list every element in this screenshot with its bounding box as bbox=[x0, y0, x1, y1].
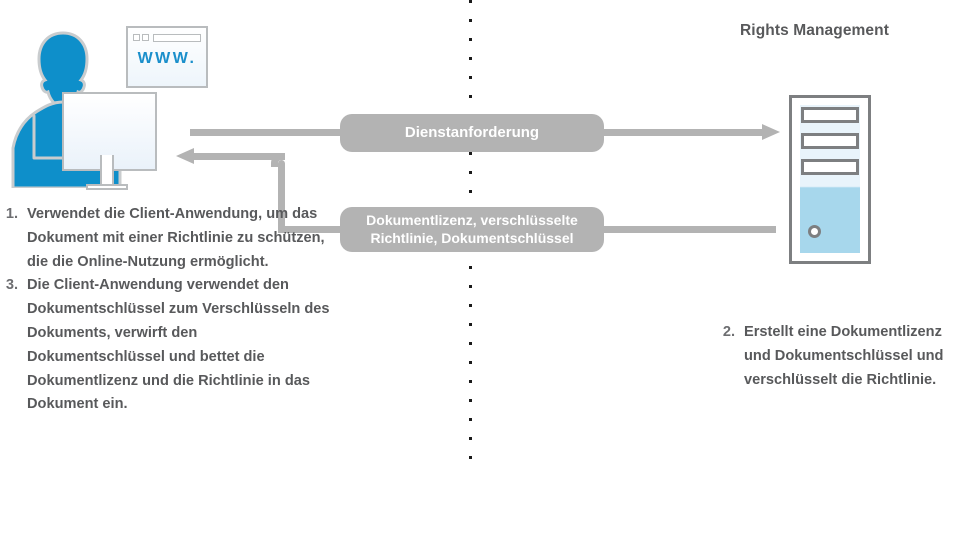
response-arrowhead-left-icon bbox=[176, 148, 194, 164]
flow-label-text: Dienstanforderung bbox=[404, 123, 540, 141]
step-text: Verwendet die Client-Anwendung, um das D… bbox=[27, 206, 325, 270]
flow-label-line-2: Richtlinie, Dokumentschlüssel bbox=[370, 229, 574, 246]
list-item: 2. Erstellt eine Dokumentlizenz und Doku… bbox=[708, 321, 963, 392]
server-tower-icon bbox=[789, 95, 871, 264]
page-title: Rights Management bbox=[740, 22, 889, 39]
response-line-lower bbox=[278, 226, 346, 233]
browser-button-icon bbox=[142, 34, 149, 41]
browser-window-icon: WWW. bbox=[126, 26, 208, 88]
step-text: Die Client-Anwendung verwendet den Dokum… bbox=[27, 277, 330, 413]
response-line-right bbox=[600, 226, 776, 233]
response-line-upper bbox=[192, 153, 285, 160]
flow-label-line-1: Dokumentlizenz, verschlüsselte bbox=[366, 212, 578, 229]
client-step-list: 1. Verwendet die Client-Anwendung, um da… bbox=[0, 203, 330, 417]
list-item: 1. Verwendet die Client-Anwendung, um da… bbox=[0, 203, 330, 274]
request-arrowhead-right-icon bbox=[762, 124, 780, 140]
step-number: 1. bbox=[5, 206, 18, 222]
list-item: 3. Die Client-Anwendung verwendet den Do… bbox=[0, 274, 330, 417]
browser-titlebar bbox=[133, 33, 201, 42]
request-line-right bbox=[600, 129, 768, 136]
monitor-stand-base bbox=[86, 184, 128, 190]
browser-address-bar bbox=[153, 33, 201, 42]
flow-label-service-request: Dienstanforderung bbox=[340, 114, 604, 152]
response-line-vertical bbox=[278, 160, 285, 233]
power-led-icon bbox=[808, 225, 821, 238]
server-drive-bay-icon bbox=[801, 133, 859, 149]
step-number: 2. bbox=[722, 324, 735, 340]
server-step-list: 2. Erstellt eine Dokumentlizenz und Doku… bbox=[708, 321, 963, 392]
flow-label-text-wrap: Dokumentlizenz, verschlüsselte Richtlini… bbox=[366, 212, 578, 246]
step-text: Erstellt eine Dokumentlizenz und Dokumen… bbox=[744, 324, 944, 388]
server-drive-bay-icon bbox=[801, 159, 859, 175]
server-front-panel bbox=[800, 105, 860, 253]
browser-address-text: WWW. bbox=[137, 50, 197, 67]
server-drive-bay-icon bbox=[801, 107, 859, 123]
request-line-left bbox=[190, 129, 345, 136]
flow-label-license-response: Dokumentlizenz, verschlüsselte Richtlini… bbox=[340, 207, 604, 252]
browser-button-icon bbox=[133, 34, 140, 41]
step-number: 3. bbox=[5, 277, 18, 294]
